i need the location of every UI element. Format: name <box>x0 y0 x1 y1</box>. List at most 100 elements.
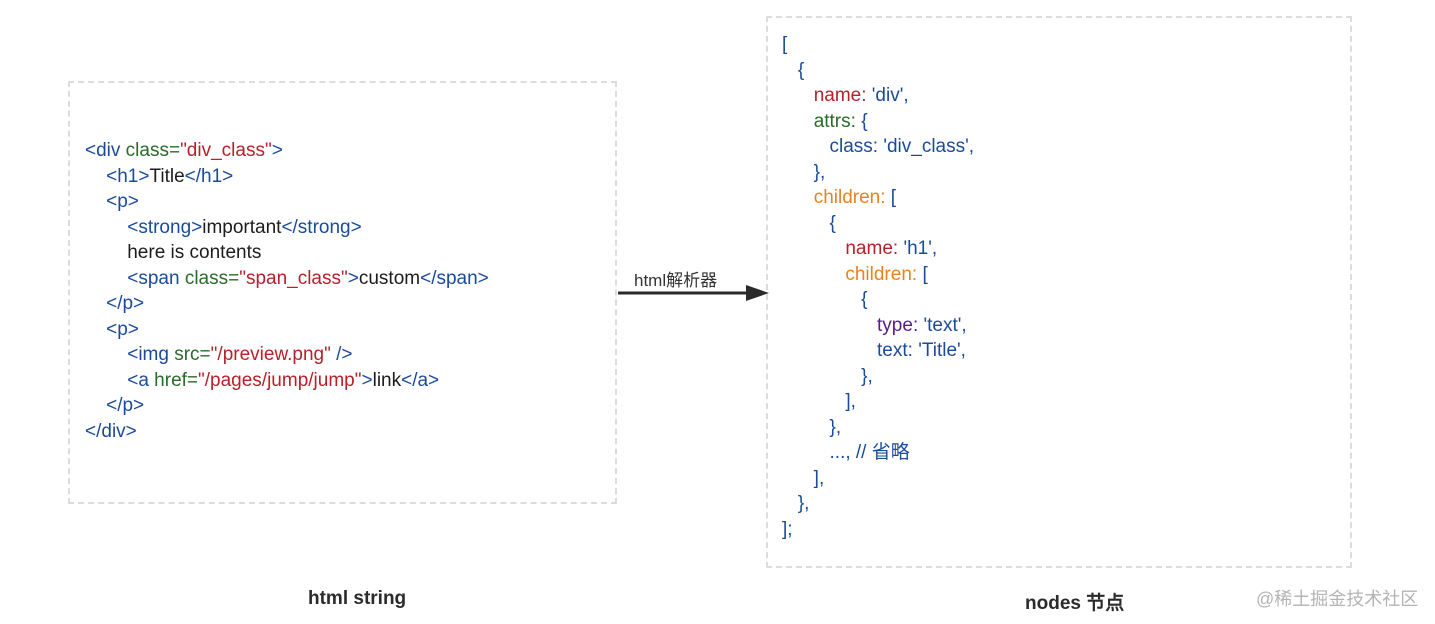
code-token: > <box>347 267 359 289</box>
code-token: </h1> <box>184 165 234 187</box>
code-line: <strong>important</strong> <box>85 215 489 241</box>
code-token: name: <box>845 238 899 259</box>
code-line: }, <box>782 364 974 390</box>
code-token: ]; <box>782 518 793 540</box>
html-string-panel <box>68 81 617 504</box>
code-token <box>782 315 877 336</box>
code-token: <p> <box>85 318 139 340</box>
code-token: href= <box>154 369 199 391</box>
code-token: ..., // 省略 <box>782 442 910 463</box>
code-line: { <box>782 287 974 313</box>
code-token: here is contents <box>85 242 262 263</box>
code-token: }, <box>782 161 826 183</box>
code-token: ], <box>782 467 825 489</box>
code-token: /> <box>330 344 353 365</box>
code-line: { <box>782 211 974 237</box>
code-line: }, <box>782 491 974 517</box>
code-token: </strong> <box>281 216 362 238</box>
code-token: "span_class" <box>239 267 348 289</box>
code-line: <p> <box>85 317 489 343</box>
code-line: name: 'div', <box>782 83 974 109</box>
code-line: text: 'Title', <box>782 338 974 364</box>
code-token: custom <box>358 267 421 289</box>
code-line: class: 'div_class', <box>782 134 975 160</box>
code-token: class= <box>125 140 181 161</box>
code-token: [ <box>885 187 897 208</box>
code-line: }, <box>782 415 974 441</box>
arrow-right-icon <box>618 285 769 301</box>
code-line: children: [ <box>782 262 974 288</box>
code-token <box>782 238 845 259</box>
code-token: "/preview.png" <box>210 344 331 365</box>
code-line: { <box>782 58 974 84</box>
code-token: </a> <box>401 369 440 391</box>
code-token: "/pages/jump/jump" <box>198 369 362 391</box>
code-token <box>782 264 845 285</box>
code-token: }, <box>782 365 873 387</box>
code-token: class: 'div_class', <box>782 136 975 157</box>
code-line: ]; <box>782 517 974 543</box>
code-token: text: 'Title', <box>782 340 966 361</box>
code-token: <span <box>85 267 185 289</box>
code-line: </div> <box>85 419 489 445</box>
code-token: "div_class" <box>180 140 272 161</box>
code-line: </p> <box>85 291 489 317</box>
code-line: <div class="div_class"> <box>85 138 489 164</box>
code-token: important <box>202 216 282 238</box>
code-line: attrs: { <box>782 109 974 135</box>
nodes-caption: nodes 节点 <box>1025 593 1125 614</box>
code-token: link <box>372 369 402 391</box>
code-token: > <box>271 140 283 161</box>
code-token: 'div', <box>866 85 909 106</box>
code-token <box>782 187 814 208</box>
code-line: <a href="/pages/jump/jump">link</a> <box>85 368 489 394</box>
code-line: type: 'text', <box>782 313 974 339</box>
code-token: </p> <box>85 395 145 416</box>
code-line: ..., // 省略 <box>782 440 974 466</box>
code-token: 'h1', <box>898 238 938 259</box>
code-token: }, <box>782 493 810 514</box>
code-line: ], <box>782 389 974 415</box>
code-token: </span> <box>420 267 489 289</box>
code-token: <a <box>85 369 155 391</box>
code-token: 'text', <box>918 314 967 336</box>
code-line: ], <box>782 466 974 492</box>
code-token: </p> <box>85 293 145 314</box>
code-line: <img src="/preview.png" /> <box>85 342 489 368</box>
code-line: <span class="span_class">custom</span> <box>85 266 489 292</box>
nodes-panel <box>766 16 1352 568</box>
nodes-code: [ { name: 'div', attrs: { class: 'div_cl… <box>782 32 974 542</box>
html-string-code: <div class="div_class"> <h1>Title</h1> <… <box>85 138 489 444</box>
code-token: { <box>855 110 868 132</box>
code-token: { <box>782 212 836 234</box>
code-token: src= <box>174 344 211 365</box>
watermark: @稀土掘金技术社区 <box>1256 589 1419 609</box>
code-token: ], <box>782 391 856 412</box>
code-token: }, <box>782 416 842 438</box>
code-token: <img <box>85 344 175 365</box>
code-token: </div> <box>85 420 137 442</box>
code-line: children: [ <box>782 185 974 211</box>
code-token <box>782 85 814 106</box>
code-line: name: 'h1', <box>782 236 974 262</box>
html-string-caption: html string <box>308 588 407 609</box>
code-line: here is contents <box>85 240 489 266</box>
code-token: type: <box>877 314 919 336</box>
code-line: }, <box>782 160 974 186</box>
code-token: > <box>361 369 373 391</box>
code-token: attrs: <box>813 110 856 132</box>
code-token: name: <box>813 85 867 106</box>
code-token: <h1> <box>85 165 150 187</box>
code-token: { <box>782 289 868 310</box>
code-token: [ <box>782 34 788 55</box>
code-token: children: <box>845 263 918 285</box>
code-token: <div <box>85 140 126 161</box>
code-token: class= <box>184 267 240 289</box>
code-line: </p> <box>85 393 489 419</box>
code-token: children: <box>813 187 886 208</box>
code-token: [ <box>917 263 928 285</box>
code-token: <p> <box>85 191 139 212</box>
code-token: <strong> <box>85 216 203 238</box>
code-line: [ <box>782 32 974 58</box>
code-token: { <box>782 59 805 81</box>
